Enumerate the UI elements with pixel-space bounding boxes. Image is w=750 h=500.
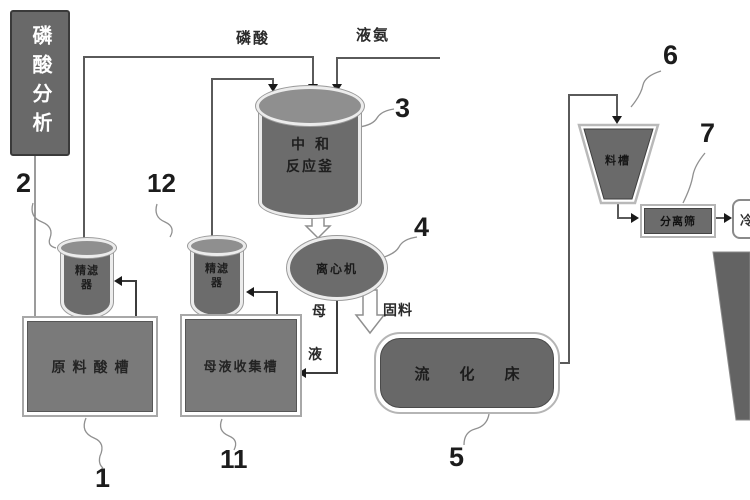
- reactor-top: [256, 86, 364, 126]
- filter-a-body: [61, 248, 113, 318]
- pipe-tank11-to-filter12: [246, 287, 278, 318]
- hollow-arrow-solid-to-bed: [354, 289, 386, 335]
- filter-a-label-line1: 精滤: [75, 265, 99, 277]
- fluidized-bed-fill: 流化床: [380, 338, 554, 408]
- solid-material-label: 固料: [383, 302, 413, 318]
- separator-sieve-fill: 分离筛: [644, 208, 712, 234]
- cooler-box-partial: 冷: [732, 199, 750, 239]
- right-edge-funnel-shape: [712, 251, 750, 421]
- ref-number-4: 4: [414, 212, 430, 242]
- pipe-centrifuge-to-tank11: [298, 296, 338, 378]
- pipe-separator-to-cooler: [716, 213, 732, 223]
- fine-filter-b: 精滤 器: [188, 236, 246, 318]
- pipe-hopper-to-separator: [617, 201, 639, 223]
- cooler-label: 冷: [740, 212, 750, 228]
- pipe-filter12-to-reactor: [211, 78, 278, 240]
- stream-label-phosphoric-acid: 磷酸: [236, 30, 271, 47]
- ref-number-3: 3: [395, 93, 411, 123]
- phosphoric-acid-analysis-box: 磷酸分析: [10, 10, 70, 156]
- filter-b-label-line1: 精滤: [205, 263, 229, 275]
- ref-number-6: 6: [663, 40, 679, 70]
- analysis-box-label: 磷酸分析: [29, 25, 51, 141]
- filter-b-body: [191, 246, 243, 318]
- mother-liquor-tank: 母液收集槽: [180, 314, 302, 417]
- filter-b-top: [188, 236, 246, 256]
- ref-number-12: 12: [147, 168, 176, 198]
- fluidized-bed: 流化床: [374, 332, 560, 414]
- ref-number-2: 2: [16, 168, 32, 198]
- hopper-label: 料槽: [605, 155, 631, 167]
- centrifuge-label: 离心机: [315, 261, 358, 276]
- reactor-label-line1: 中和: [291, 136, 339, 152]
- filter-b-label-line2: 器: [211, 277, 223, 289]
- stream-label-liquid-ammonia: 液氨: [356, 27, 391, 44]
- fluidized-bed-label: 流化床: [414, 365, 550, 383]
- reference-leader-lines: [31, 70, 706, 469]
- ref-number-11: 11: [220, 444, 248, 474]
- neutralization-reactor: 中和 反应釜: [256, 86, 364, 218]
- fine-filter-a: 精滤 器: [58, 238, 116, 318]
- pipe-tank1-to-filter2: [114, 276, 137, 318]
- filter-a-label-line2: 器: [81, 279, 93, 291]
- raw-acid-tank-label: 原料酸槽: [51, 358, 136, 375]
- mother-liquor-char-1: 母: [312, 303, 326, 319]
- hopper-funnel-shape: [577, 123, 660, 205]
- mother-liquor-tank-label: 母液收集槽: [203, 359, 279, 374]
- separator-sieve-label: 分离筛: [660, 216, 696, 228]
- separator-sieve: 分离筛: [640, 204, 716, 238]
- mother-liquor-char-2: 液: [308, 346, 322, 362]
- raw-acid-tank: 原料酸槽: [22, 316, 158, 417]
- ref-number-1: 1: [95, 463, 111, 493]
- centrifuge: 离心机: [287, 236, 387, 300]
- ref-number-5: 5: [449, 442, 465, 472]
- pipe-bed-to-hopper: [556, 94, 622, 364]
- filter-a-top: [58, 238, 116, 258]
- ref-number-7: 7: [700, 118, 716, 148]
- mother-liquor-tank-fill: 母液收集槽: [185, 319, 297, 412]
- raw-acid-tank-fill: 原料酸槽: [27, 321, 153, 412]
- reactor-label-line2: 反应釜: [286, 158, 334, 174]
